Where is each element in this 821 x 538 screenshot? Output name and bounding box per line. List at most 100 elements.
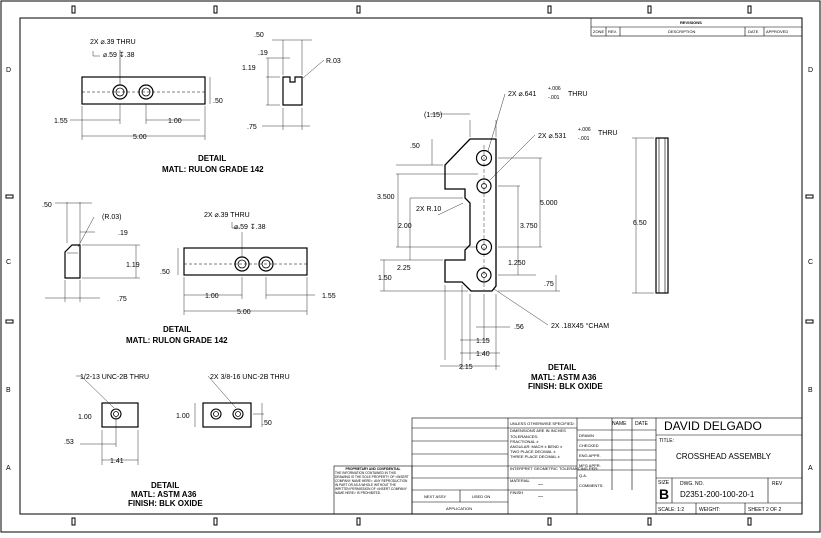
dim-text: 2.15 xyxy=(459,364,473,371)
detail-material: MATL: RULON GRADE 142 xyxy=(162,165,264,174)
title-block-text: NAME DATE UNLESS OTHERWISE SPECIFIED: DI… xyxy=(424,419,783,513)
tb-dwg-label: DWG. NO. xyxy=(680,481,704,487)
zone-letter: D xyxy=(6,67,11,74)
tb-qa: Q.A. xyxy=(579,473,587,478)
drawing-number: D2351-200-100-20-1 xyxy=(680,490,755,499)
tolerance: +.006 xyxy=(578,127,591,133)
tb-used-on: USED ON xyxy=(472,494,490,499)
thread-note: 1/2-13 UNC-2B THRU xyxy=(80,374,149,381)
tb-interpret: INTERPRET GEOMETRIC TOLERANCING PER: xyxy=(510,466,598,471)
view-side-plate xyxy=(632,137,669,294)
zone-letter: A xyxy=(6,465,11,472)
zone-letter: C xyxy=(6,259,11,266)
tb-unless: UNLESS OTHERWISE SPECIFIED: xyxy=(510,421,575,426)
tb-weight: WEIGHT: xyxy=(699,507,720,513)
tb-finish-dash: — xyxy=(538,494,543,500)
hole-note: THRU xyxy=(598,130,617,137)
dim-text: .19 xyxy=(118,230,128,237)
tb-application: APPLICATION xyxy=(446,506,472,511)
hole-note: 2X ⌀.39 THRU xyxy=(90,39,136,46)
thread-note: 2X 3/8-16 UNC-2B THRU xyxy=(210,374,290,381)
tolerance: -.001 xyxy=(548,95,560,101)
tb-checked: CHECKED xyxy=(579,443,599,448)
dim-text: 1.15 xyxy=(476,338,490,345)
tb-fractional: FRACTIONAL ± xyxy=(510,439,539,444)
view-side-plate-text: 6.50 xyxy=(633,220,647,227)
dim-text: 3.500 xyxy=(377,194,395,201)
detail-finish: FINISH: BLK OXIDE xyxy=(128,499,203,508)
dim-text: 1.00 xyxy=(176,413,190,420)
dim-text: 2X R.10 xyxy=(416,206,441,213)
chamfer-note: 2X .18X45 °CHAM xyxy=(551,322,609,330)
tb-eng-appr: ENG APPR. xyxy=(579,453,601,458)
detail-material: MATL: ASTM A36 xyxy=(531,373,597,382)
revisions-title: REVISIONS xyxy=(680,20,702,25)
view-mid-left-text: .50 (R.03) .19 1.19 .75 xyxy=(42,202,140,303)
detail-title: DETAIL xyxy=(151,481,179,490)
company-name: DAVID DELGADO xyxy=(664,419,762,433)
hole-note: ⌀.59 ↧.38 xyxy=(103,51,135,59)
detail-title: DETAIL xyxy=(548,363,576,372)
dim-text: 5.00 xyxy=(237,309,251,316)
drawing-title: CROSSHEAD ASSEMBLY xyxy=(676,452,772,461)
detail-material: MATL: ASTM A36 xyxy=(131,490,197,499)
view-mid-block xyxy=(177,222,315,315)
dim-text: (R.03) xyxy=(102,214,121,221)
dim-text: .53 xyxy=(64,439,74,446)
hole-note: 2X ⌀.39 THRU xyxy=(204,212,250,219)
dim-text: 5.00 xyxy=(133,134,147,141)
dim-text: (1.15) xyxy=(424,112,442,119)
title-block xyxy=(411,417,803,515)
tb-finish: FINISH xyxy=(510,490,523,495)
dim-text: 5.000 xyxy=(540,200,558,207)
detail-title: DETAIL xyxy=(163,325,191,334)
dim-text: .50 xyxy=(410,143,420,150)
dim-text: .75 xyxy=(117,296,127,303)
tb-title-label: TITLE: xyxy=(659,438,674,444)
tolerance: +.006 xyxy=(548,86,561,92)
revisions-table: REVISIONS ZONE REV. DESCRIPTION DATE APP… xyxy=(590,17,803,37)
tb-rev-label: REV xyxy=(772,481,783,487)
view-top-side-profile xyxy=(262,39,325,130)
rev-col-rev: REV. xyxy=(608,29,617,34)
dim-text: .50 xyxy=(42,202,52,209)
dim-text: 1.19 xyxy=(242,65,256,72)
tolerance: -.001 xyxy=(578,136,590,142)
view-top-left-text: 2X ⌀.39 THRU ⌀.59 ↧.38 1.55 1.00 5.00 .5… xyxy=(54,39,264,174)
hole-note: 2X ⌀.641 xyxy=(508,91,536,98)
rev-col-date: DATE xyxy=(748,29,759,34)
proprietary-body: THE INFORMATION CONTAINED IN THIS DRAWIN… xyxy=(335,471,409,495)
detail-material: MATL: RULON GRADE 142 xyxy=(126,336,228,345)
rev-col-approved: APPROVED xyxy=(766,29,788,34)
zone-letter: A xyxy=(808,465,813,472)
dim-text: 2.25 xyxy=(397,265,411,272)
dim-text: 6.50 xyxy=(633,220,647,227)
tb-tolerances: TOLERANCES: xyxy=(510,434,538,439)
zone-letter: B xyxy=(6,387,11,394)
dim-text: .50 xyxy=(160,269,170,276)
dim-text: 1.55 xyxy=(54,118,68,125)
dim-text: 1.00 xyxy=(205,293,219,300)
detail-title: DETAIL xyxy=(198,154,226,163)
dim-text: .75 xyxy=(544,281,554,288)
tb-size-label: SIZE xyxy=(658,480,670,486)
view-bottom-blocks xyxy=(76,375,264,465)
tb-two-place: TWO PLACE DECIMAL ± xyxy=(510,449,556,454)
dim-text: 1.40 xyxy=(476,351,490,358)
view-crosshead-plate xyxy=(380,93,560,370)
dim-text: .56 xyxy=(514,324,524,331)
zone-letter: D xyxy=(808,67,813,74)
proprietary-text-box: PROPRIETARY AND CONFIDENTIAL THE INFORMA… xyxy=(335,467,409,495)
dim-text: .50 xyxy=(213,98,223,105)
dim-text: 1.00 xyxy=(168,118,182,125)
tb-angular: ANGULAR: MACH ± BEND ± xyxy=(510,444,563,449)
tb-drawn: DRAWN xyxy=(579,433,594,438)
dim-text: 1.19 xyxy=(126,262,140,269)
proprietary-title: PROPRIETARY AND CONFIDENTIAL xyxy=(345,467,401,471)
dim-text: .50 xyxy=(254,32,264,39)
tb-name-col: NAME xyxy=(612,421,627,427)
tb-material: MATERIAL xyxy=(510,478,530,483)
dim-text: 1.00 xyxy=(78,414,92,421)
